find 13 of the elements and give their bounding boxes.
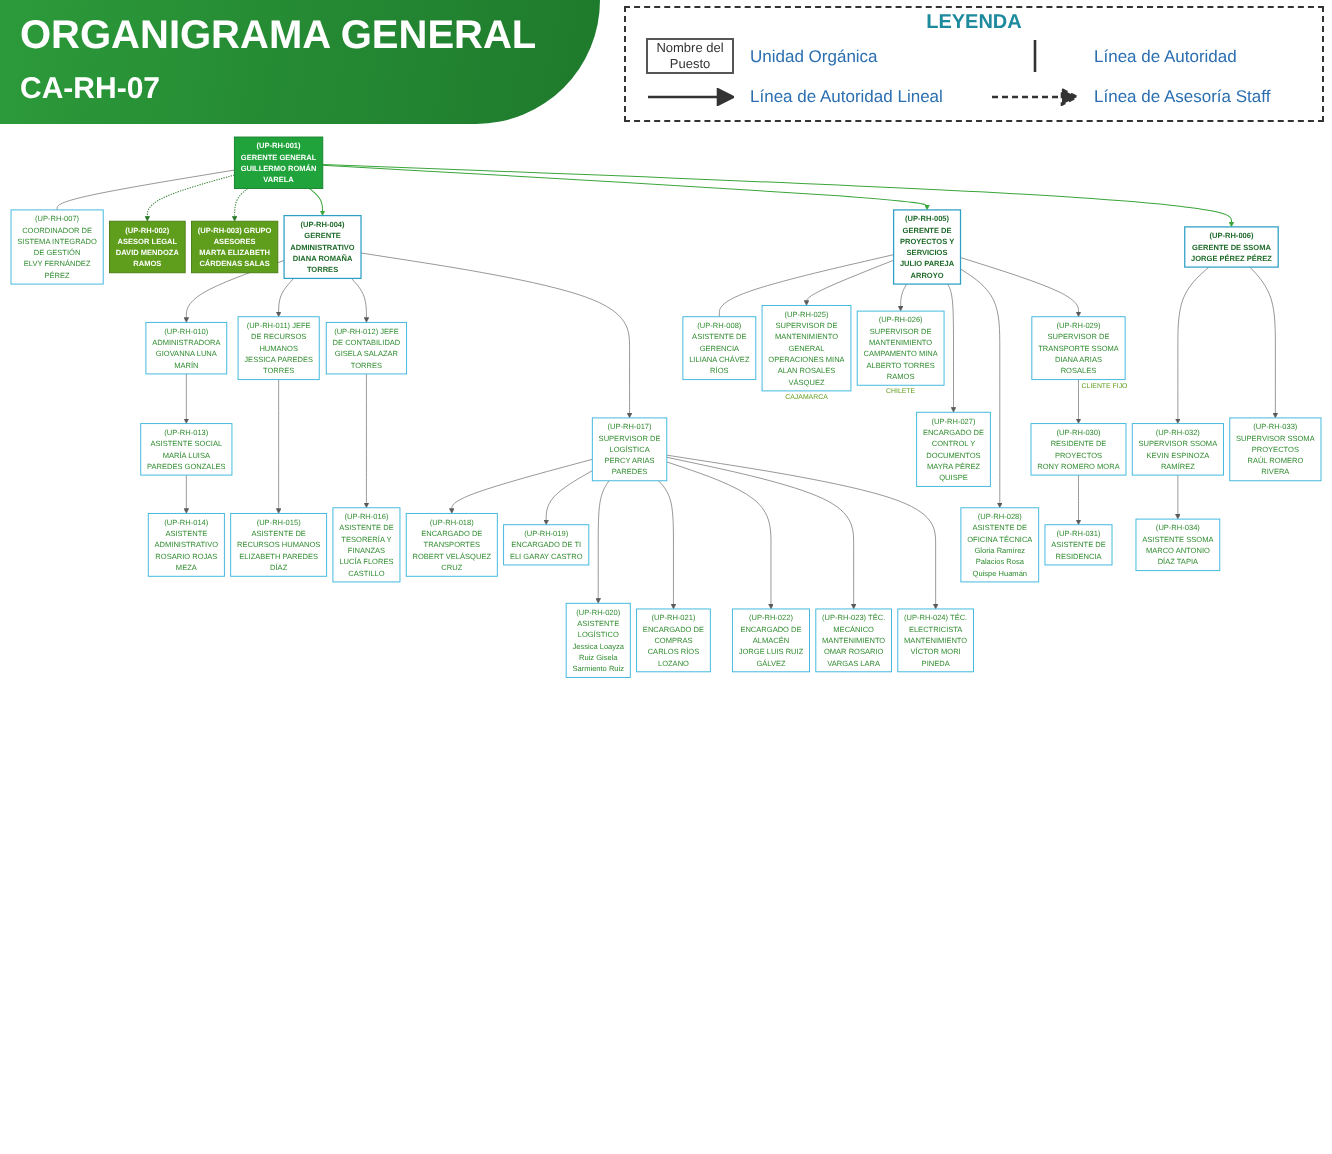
legend-text: Línea de Autoridad Lineal — [750, 86, 945, 106]
connector — [56, 169, 235, 211]
legend-text: Unidad Orgánica — [750, 46, 880, 66]
arrow — [231, 188, 248, 222]
legend-text: Línea de Autoridad — [1094, 46, 1239, 66]
legend-heading: LEYENDA — [924, 12, 1024, 34]
arrow — [144, 174, 235, 222]
document-code: CA-RH-07 — [20, 72, 161, 106]
arrow — [322, 164, 930, 211]
title: ORGANIGRAMA GENERAL — [20, 14, 537, 60]
legend-text: Línea de Asesoría Staff — [1094, 86, 1273, 106]
arrow — [309, 188, 326, 216]
arrow — [322, 163, 1235, 228]
